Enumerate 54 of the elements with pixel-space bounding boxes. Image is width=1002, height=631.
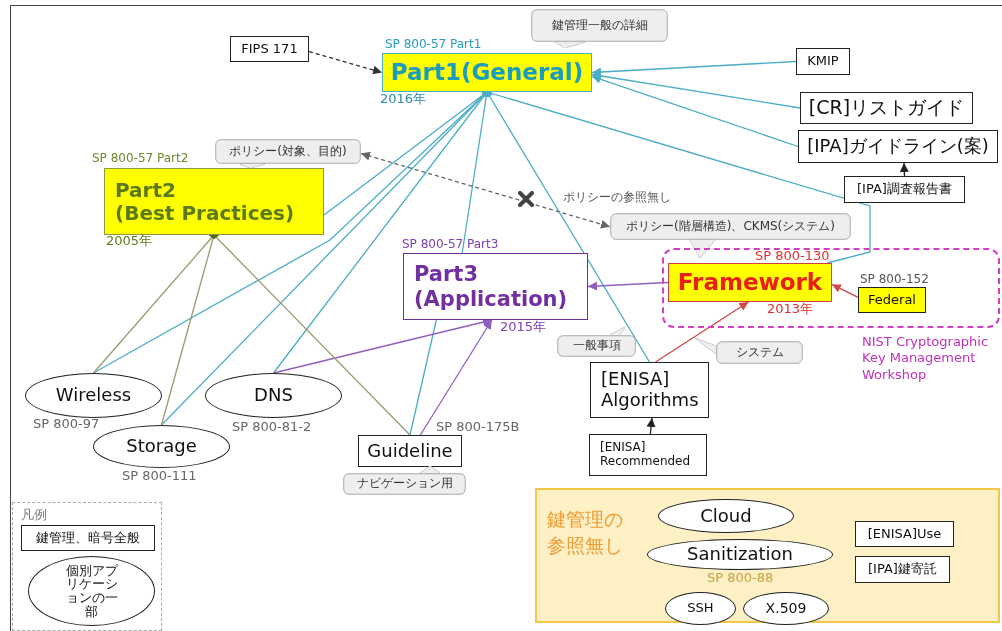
arrow [591, 75, 799, 148]
ellipse-node: Sanitization [647, 539, 833, 570]
arrow [591, 71, 801, 109]
standard-number: SP 800-111 [122, 469, 197, 484]
document-box: [IPA]ガイドライン(案) [798, 130, 998, 163]
arrow [646, 417, 656, 435]
title-box: Part1(General) [382, 53, 592, 92]
standard-number: SP 800-81-2 [232, 420, 312, 435]
double-arrow [360, 151, 611, 229]
standard-number: SP 800-57 Part1 [385, 38, 482, 52]
ellipse-node: X.509 [743, 592, 829, 625]
document-box: Federal [858, 287, 926, 313]
document-box: KMIP [796, 48, 850, 75]
document-box: Guideline [358, 435, 462, 467]
edge-label: ポリシーの参照無し [562, 190, 672, 205]
connector-line [409, 319, 437, 436]
document-box: FIPS 171 [230, 36, 309, 62]
standard-number: SP 800-57 Part2 [92, 152, 189, 166]
arrow [591, 60, 797, 77]
arrow [308, 50, 383, 75]
arrow [899, 162, 909, 177]
year-label: 2013年 [767, 302, 814, 317]
group-heading: NIST Cryptographic Key Management Workshop [862, 334, 990, 383]
ellipse-node: Wireless [25, 373, 162, 418]
standard-number: SP 800-152 [860, 273, 929, 287]
document-box: [ENISA]Use [855, 521, 954, 547]
arrow [654, 301, 750, 363]
ellipse-node: Cloud [658, 499, 794, 533]
document-box: [IPA]調査報告書 [844, 176, 965, 203]
year-label: 2005年 [106, 234, 153, 249]
ellipse-node: DNS [205, 373, 342, 418]
ellipse-node: SSH [665, 592, 736, 625]
legend-panel [12, 502, 162, 631]
arrow [419, 319, 493, 436]
note-panel [535, 488, 1000, 623]
year-label: 2016年 [380, 92, 427, 107]
ellipse-node: 個別アプリケーションの一部 [28, 556, 155, 626]
title-box: Part2 (Best Practices) [104, 168, 324, 235]
document-box: [IPA]鍵寄託 [855, 556, 950, 583]
year-label: 2015年 [500, 320, 547, 335]
title-box: Framework [668, 263, 832, 302]
legend-heading: 凡例 [21, 506, 47, 524]
panel-heading: 鍵管理の参照無し [547, 507, 624, 558]
arrow [587, 281, 669, 291]
standard-number: SP 800-175B [436, 420, 520, 435]
arrow [831, 283, 859, 299]
standard-number: SP 800-88 [707, 571, 774, 586]
document-box: [ENISA] Recommended [589, 434, 707, 476]
document-box: 鍵管理、暗号全般 [21, 525, 155, 551]
document-box: [ENISA] Algorithms [590, 362, 709, 418]
standard-number: SP 800-130 [755, 249, 830, 264]
standard-number: SP 800-57 Part3 [402, 238, 499, 252]
document-box: [CR]リストガイド [800, 92, 973, 124]
title-box: Part3 (Application) [403, 253, 588, 320]
